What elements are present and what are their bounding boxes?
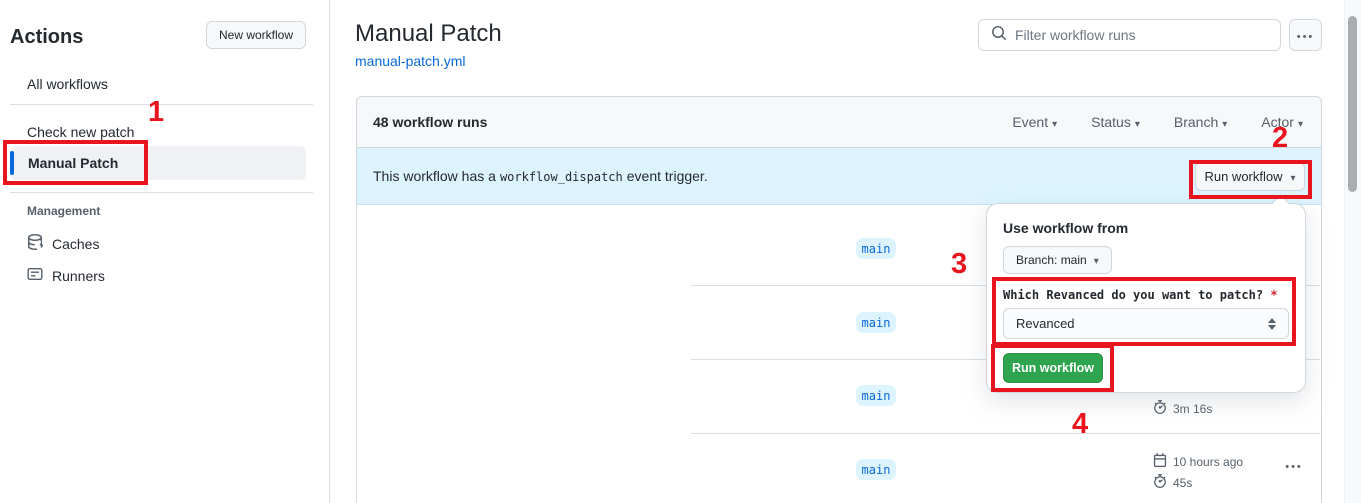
filter-runs-searchbox[interactable]	[978, 19, 1281, 51]
sidebar-item-manual-patch-label: Manual Patch	[28, 155, 119, 171]
stopwatch-icon	[1153, 400, 1167, 417]
annotation-number-2: 2	[1272, 122, 1289, 154]
select-arrows-icon	[1268, 317, 1276, 330]
more-options-button[interactable]	[1289, 19, 1322, 51]
chevron-down-icon	[1291, 169, 1296, 184]
sidebar-item-runners-label: Runners	[52, 267, 105, 284]
sidebar-item-all-workflows[interactable]: All workflows	[27, 76, 108, 92]
branch-badge[interactable]: main	[856, 238, 896, 259]
chevron-down-icon	[1094, 253, 1099, 267]
sidebar-item-manual-patch[interactable]	[10, 146, 306, 180]
filter-actor[interactable]: Actor	[1261, 114, 1303, 130]
workflow-input-label: Which Revanced do you want to patch? *	[1003, 288, 1278, 302]
chevron-down-icon	[1222, 114, 1227, 130]
run-time-ago: 10 hours ago	[1153, 453, 1243, 470]
run-options-button[interactable]	[1277, 455, 1311, 477]
revanced-select[interactable]: Revanced	[1003, 308, 1289, 339]
runners-icon	[27, 266, 43, 285]
cache-icon	[27, 234, 44, 253]
run-workflow-dialog: Use workflow from Branch: main Which Rev…	[986, 203, 1306, 393]
divider	[10, 104, 313, 105]
selected-indicator-bar	[10, 151, 14, 175]
annotation-number-1: 1	[148, 96, 165, 128]
required-asterisk: *	[1270, 288, 1278, 302]
filter-branch[interactable]: Branch	[1174, 114, 1227, 130]
sidebar-item-check-new-patch[interactable]: Check new patch	[27, 124, 135, 140]
branch-badge[interactable]: main	[856, 459, 896, 480]
filter-event[interactable]: Event	[1012, 114, 1057, 130]
run-duration: 45s	[1153, 474, 1192, 491]
stopwatch-icon	[1153, 474, 1167, 491]
new-workflow-button[interactable]: New workflow	[206, 21, 306, 49]
chevron-down-icon	[1135, 114, 1140, 130]
annotation-number-4: 4	[1072, 408, 1089, 440]
branch-selector-button[interactable]: Branch: main	[1003, 246, 1112, 274]
row-divider	[691, 433, 1320, 434]
run-workflow-submit-button[interactable]: Run workflow	[1003, 353, 1103, 383]
kebab-icon	[1297, 28, 1315, 43]
runs-count: 48 workflow runs	[373, 114, 488, 130]
dialog-title: Use workflow from	[1003, 220, 1129, 236]
search-input[interactable]	[1015, 27, 1268, 43]
management-section-label: Management	[27, 204, 101, 218]
banner-code: workflow_dispatch	[499, 170, 623, 184]
scrollbar-thumb[interactable]	[1348, 16, 1357, 192]
page-title: Manual Patch	[355, 20, 502, 47]
runs-card-header: 48 workflow runs Event Status Branch Act…	[357, 97, 1321, 148]
chevron-down-icon	[1298, 114, 1303, 130]
sidebar-item-runners[interactable]: Runners	[27, 266, 105, 285]
kebab-icon	[1285, 457, 1303, 475]
filter-status[interactable]: Status	[1091, 114, 1140, 130]
sidebar-item-caches-label: Caches	[52, 235, 100, 252]
divider	[10, 192, 313, 193]
search-icon	[991, 25, 1007, 46]
chevron-down-icon	[1052, 114, 1057, 130]
workflow-file-link[interactable]: manual-patch.yml	[355, 53, 466, 69]
branch-badge[interactable]: main	[856, 312, 896, 333]
run-duration: 3m 16s	[1153, 400, 1212, 417]
actions-sidebar: Actions New workflow All workflows Check…	[0, 0, 330, 503]
annotation-number-3: 3	[951, 248, 968, 280]
workflow-runs-card: 48 workflow runs Event Status Branch Act…	[356, 96, 1322, 503]
runs-filters: Event Status Branch Actor	[1012, 114, 1303, 130]
run-workflow-dropdown-button[interactable]: Run workflow	[1195, 162, 1305, 191]
sidebar-item-caches[interactable]: Caches	[27, 234, 99, 253]
branch-badge[interactable]: main	[856, 385, 896, 406]
sidebar-title: Actions	[10, 26, 84, 48]
calendar-icon	[1153, 453, 1167, 470]
